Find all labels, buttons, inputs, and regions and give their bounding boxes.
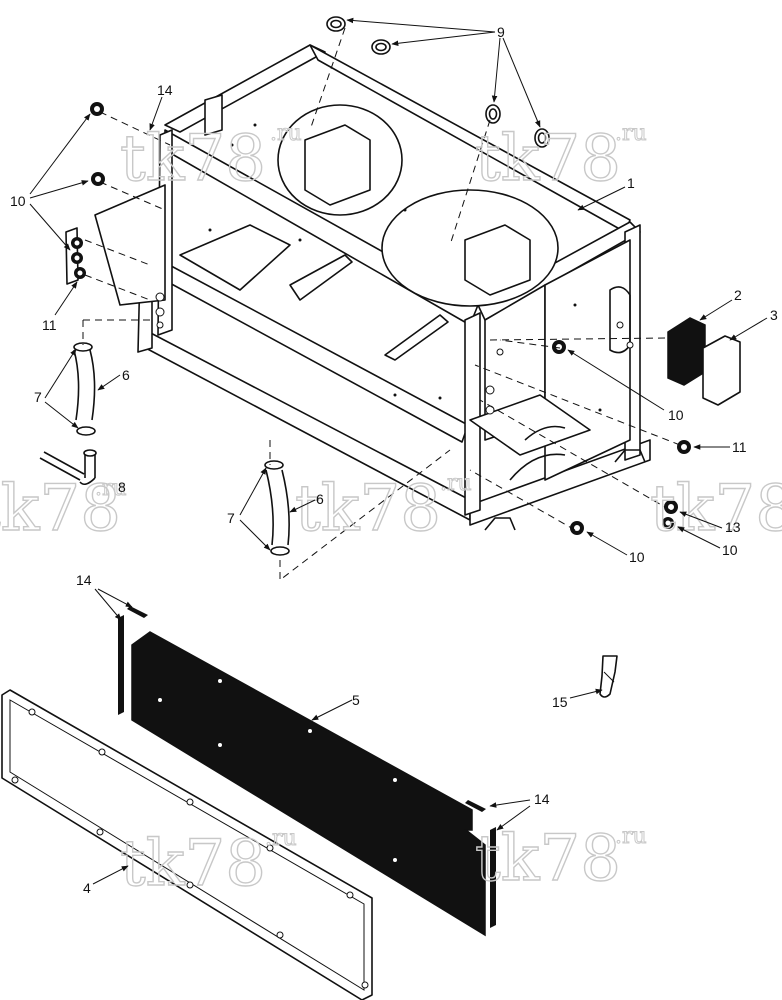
callout-15: 15: [552, 694, 568, 710]
callout-3: 3: [770, 307, 778, 323]
callout-labels: 9 14 10 11 1 2 3 10 11 6 7 8 13 10 10 7 …: [10, 24, 778, 896]
callout-10: 10: [668, 407, 684, 423]
watermark-suffix: .ru: [440, 471, 472, 496]
watermarks: tk78 .ru tk78 .ru tk78 .ru tk78 .ru tk78…: [0, 121, 782, 902]
callout-8: 8: [118, 479, 126, 495]
watermark-main: tk78: [120, 827, 266, 901]
callout-7: 7: [34, 389, 42, 405]
watermark-main: tk78: [295, 472, 441, 546]
watermark-suffix: .ru: [95, 476, 127, 501]
assembly-center-lines: [82, 27, 681, 582]
frame-assembly: [94, 44, 651, 531]
watermark-suffix: .ru: [615, 824, 647, 849]
callout-6: 6: [122, 367, 130, 383]
callout-2: 2: [734, 287, 742, 303]
callout-11: 11: [42, 317, 57, 333]
callout-12: 13: [725, 519, 741, 535]
front-panels: [1, 606, 618, 1000]
callout-6: 6: [316, 491, 324, 507]
watermark-suffix: .ru: [265, 826, 297, 851]
callout-14: 14: [534, 791, 550, 807]
callout-10: 10: [10, 193, 26, 209]
callout-7: 7: [227, 510, 235, 526]
callout-4: 4: [83, 880, 91, 896]
watermark-main: tk78: [475, 822, 621, 896]
watermark-suffix: .ru: [270, 121, 302, 146]
watermark-suffix: .ru: [615, 121, 647, 146]
watermark-main: tk78: [120, 122, 266, 196]
cover-plates: [667, 317, 741, 406]
callout-11: 11: [732, 439, 747, 455]
watermark-main: tk78: [650, 472, 782, 546]
watermark-main: tk78: [475, 122, 621, 196]
grommets: [65, 16, 691, 535]
watermark-main: tk78: [0, 472, 121, 546]
callout-10: 10: [722, 542, 738, 558]
callout-9: 9: [497, 24, 505, 40]
callout-14: 14: [76, 572, 92, 588]
callout-5: 5: [352, 692, 360, 708]
callout-leaders: [29, 17, 768, 885]
callout-13: 14: [157, 82, 173, 98]
callout-10: 10: [629, 549, 645, 565]
callout-1: 1: [627, 175, 635, 191]
